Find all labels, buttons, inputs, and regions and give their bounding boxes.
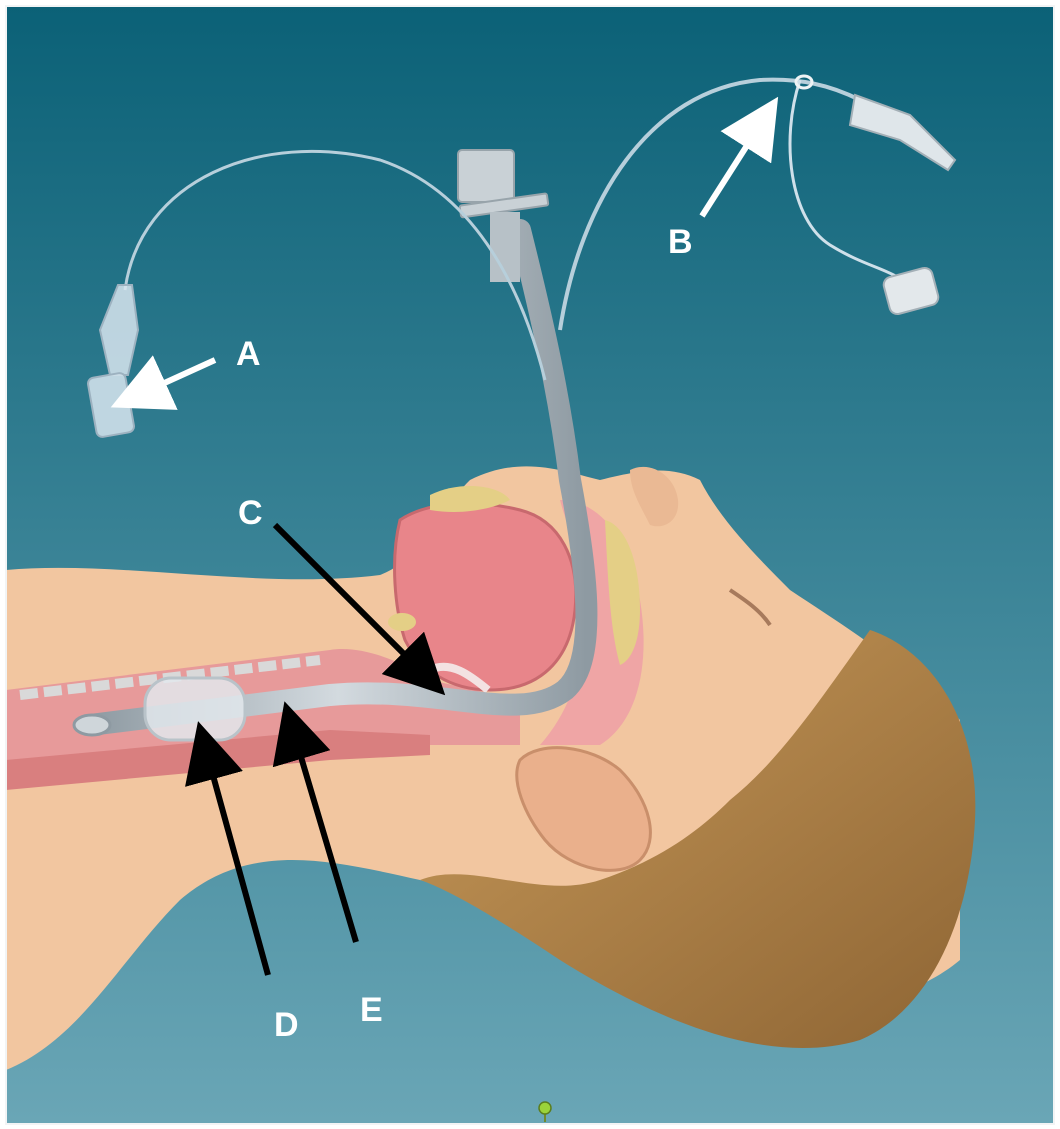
cuff xyxy=(145,678,245,740)
label-b: B xyxy=(668,223,693,261)
label-d: D xyxy=(274,1006,299,1044)
tube-tip-opening xyxy=(74,715,110,735)
tongue xyxy=(395,503,576,690)
hyoid-bone xyxy=(388,613,416,631)
label-c: C xyxy=(238,494,263,532)
label-e: E xyxy=(360,991,383,1029)
label-a: A xyxy=(236,335,261,373)
